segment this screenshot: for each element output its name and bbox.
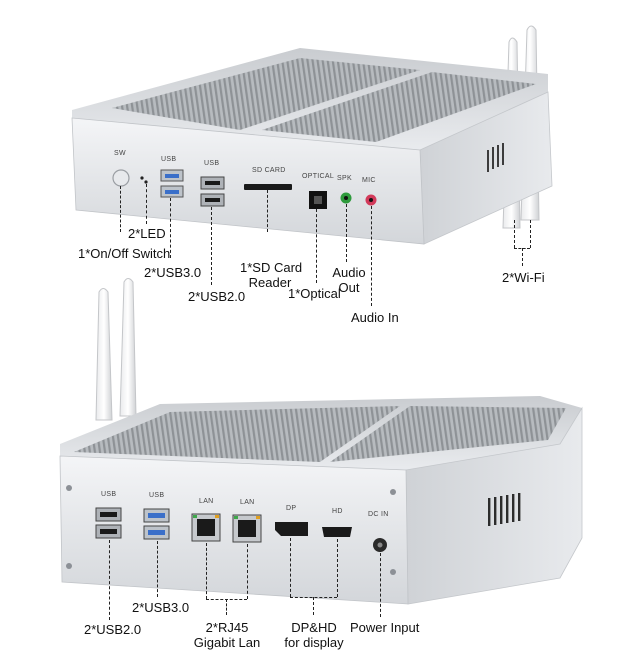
leader-line-wifi-left [514,220,515,248]
leader-line-rj45-right [247,544,248,599]
leader-line-usb30 [170,198,171,258]
callout-audio-out-line2: Out [338,280,360,295]
leader-line-usb20 [211,207,212,285]
callout-rj45-line2: Gigabit Lan [193,635,261,650]
leader-line-dp [290,538,291,597]
leader-line-audio-out [346,204,347,262]
port-label-lan: LAN [240,499,255,506]
port-label-mic: MIC [362,177,376,184]
port-label-usb: USB [101,491,117,498]
leader-line-hd [337,539,338,597]
leader-line-sd-card [267,190,268,232]
callout-sd-card-line1: 1*SD Card [240,260,303,275]
port-label-dc-in: DC IN [368,511,389,518]
leader-line-usb30-bottom [157,541,158,597]
port-label-lan: LAN [199,498,214,505]
callout-on-off-switch: 1*On/Off Switch [78,246,171,261]
callout-led: 2*LED [128,226,166,241]
callout-display: DP&HD for display [280,620,348,650]
port-label-dp: DP [286,505,297,512]
callout-audio-in: Audio In [351,310,399,325]
leader-line-rj45-left [206,543,207,599]
leader-line-optical [316,209,317,283]
leader-line-audio-in [371,206,372,306]
bottom-unit-antennas [95,278,137,421]
top-unit-chassis [71,48,553,245]
port-label-usb: USB [161,156,177,163]
callout-usb30-bottom: 2*USB3.0 [132,600,190,615]
port-label-hd: HD [332,508,343,515]
port-label-optical: OPTICAL [302,173,335,180]
leader-line-wifi-drop [522,248,523,266]
callout-sd-card-line2: Reader [248,275,292,290]
leader-line-led [146,184,147,224]
bottom-unit-ports [95,507,387,552]
port-label-sd-card: SD CARD [252,167,286,174]
port-label-sw: SW [114,150,126,157]
top-unit-ports [112,169,377,209]
callout-usb20-bottom: 2*USB2.0 [84,622,142,637]
leader-line-display-drop [313,597,314,615]
leader-line-power [380,553,381,617]
leader-line-usb20-bottom [109,540,110,620]
callout-display-line1: DP&HD [291,620,337,635]
callout-audio-out-line1: Audio [332,265,366,280]
callout-rj45: 2*RJ45 Gigabit Lan [192,620,262,650]
bottom-unit-chassis [59,396,583,605]
port-label-usb: USB [204,160,220,167]
callout-audio-out: Audio Out [330,265,368,295]
callout-power-input: Power Input [350,620,420,635]
leader-line-rj45-drop [226,599,227,615]
callout-optical: 1*Optical [288,286,341,301]
leader-line-wifi-right [530,220,531,248]
callout-rj45-line1: 2*RJ45 [205,620,249,635]
callout-usb20: 2*USB2.0 [188,289,246,304]
callout-sd-card: 1*SD Card Reader [240,260,303,290]
port-label-usb: USB [149,492,165,499]
callout-wifi: 2*Wi-Fi [502,270,545,285]
leader-line-switch [120,186,121,232]
callout-usb30: 2*USB3.0 [144,265,202,280]
port-label-spk: SPK [337,175,352,182]
callout-display-line2: for display [284,635,344,650]
